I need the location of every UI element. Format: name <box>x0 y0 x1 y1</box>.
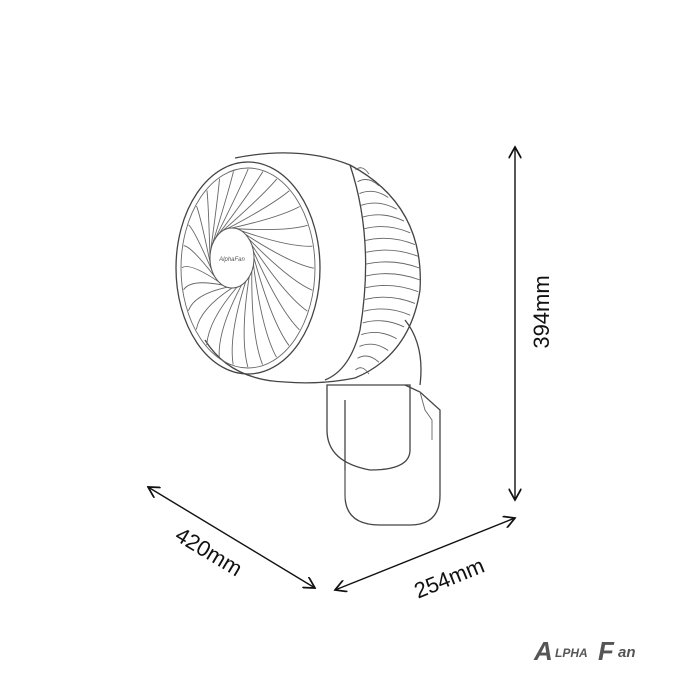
fan-blade <box>251 271 263 365</box>
fan-blade <box>183 245 216 277</box>
fan-blade <box>206 190 211 259</box>
fan-blade <box>243 276 250 368</box>
fan-blade <box>248 238 313 291</box>
depth-label: 420mm <box>171 522 247 581</box>
rear-fin <box>365 273 420 281</box>
fan-blade <box>188 286 228 311</box>
rear-fin <box>355 367 370 375</box>
hub-logo: AlphaFan <box>218 257 245 263</box>
fan-blade <box>196 205 211 265</box>
rear-fin <box>363 308 411 316</box>
rear-fin <box>365 284 419 293</box>
hub-cap <box>209 227 255 289</box>
rear-fin <box>364 296 416 304</box>
rear-fin <box>357 355 380 363</box>
fan-blade <box>210 178 220 252</box>
fan-blade <box>188 224 213 272</box>
fan-blade <box>211 171 234 246</box>
rear-fin <box>359 343 389 351</box>
fan-blade <box>195 287 233 330</box>
fan-blade <box>236 224 308 231</box>
fan-blade <box>214 168 249 240</box>
fan-blade <box>253 257 290 346</box>
fan-blade <box>226 190 290 230</box>
fan-blade <box>231 281 247 365</box>
rear-fin <box>357 179 380 187</box>
logo-a: A <box>533 636 553 666</box>
fan-blade <box>253 264 277 358</box>
fan-blade <box>253 251 300 331</box>
rear-fin <box>359 190 389 198</box>
fan-blades <box>181 168 315 368</box>
fan-housing <box>204 152 421 384</box>
fan-blade <box>218 284 242 358</box>
housing-outline <box>204 152 421 384</box>
rear-fin <box>361 332 397 340</box>
rear-grille <box>355 167 420 375</box>
mount-arm <box>326 384 411 471</box>
rear-fin <box>365 261 420 269</box>
rear-fin <box>361 202 397 210</box>
fan-blade <box>245 234 315 269</box>
fan-blade <box>231 206 300 229</box>
depth-arrow <box>148 487 315 588</box>
fan-blade <box>217 171 264 235</box>
grille-rim <box>175 161 321 375</box>
front-grille: AlphaFan <box>175 161 321 375</box>
width-arrow <box>335 518 515 590</box>
fan-blade <box>181 266 219 282</box>
mount-plate <box>344 384 441 526</box>
housing-rear-edge <box>324 164 367 381</box>
alphafan-logo: A LPHA F an <box>533 636 636 666</box>
logo-f: F <box>598 636 615 666</box>
rear-fin <box>363 226 411 234</box>
logo-lpha: LPHA <box>555 646 588 660</box>
fan-blade <box>251 244 308 312</box>
rear-fin <box>365 249 419 257</box>
height-label: 394mm <box>529 275 554 348</box>
wall-mount-base <box>326 319 441 526</box>
fan-blade <box>241 230 313 247</box>
fan-blade <box>183 282 223 291</box>
logo-an: an <box>618 644 636 661</box>
rear-fin <box>364 237 416 246</box>
rear-fin <box>362 320 405 328</box>
fan-blade <box>206 286 238 346</box>
rear-fin <box>362 214 405 222</box>
fan-blade <box>222 178 278 232</box>
width-label: 254mm <box>410 553 487 604</box>
rear-fin <box>355 167 370 175</box>
pivot-neck <box>404 319 422 386</box>
